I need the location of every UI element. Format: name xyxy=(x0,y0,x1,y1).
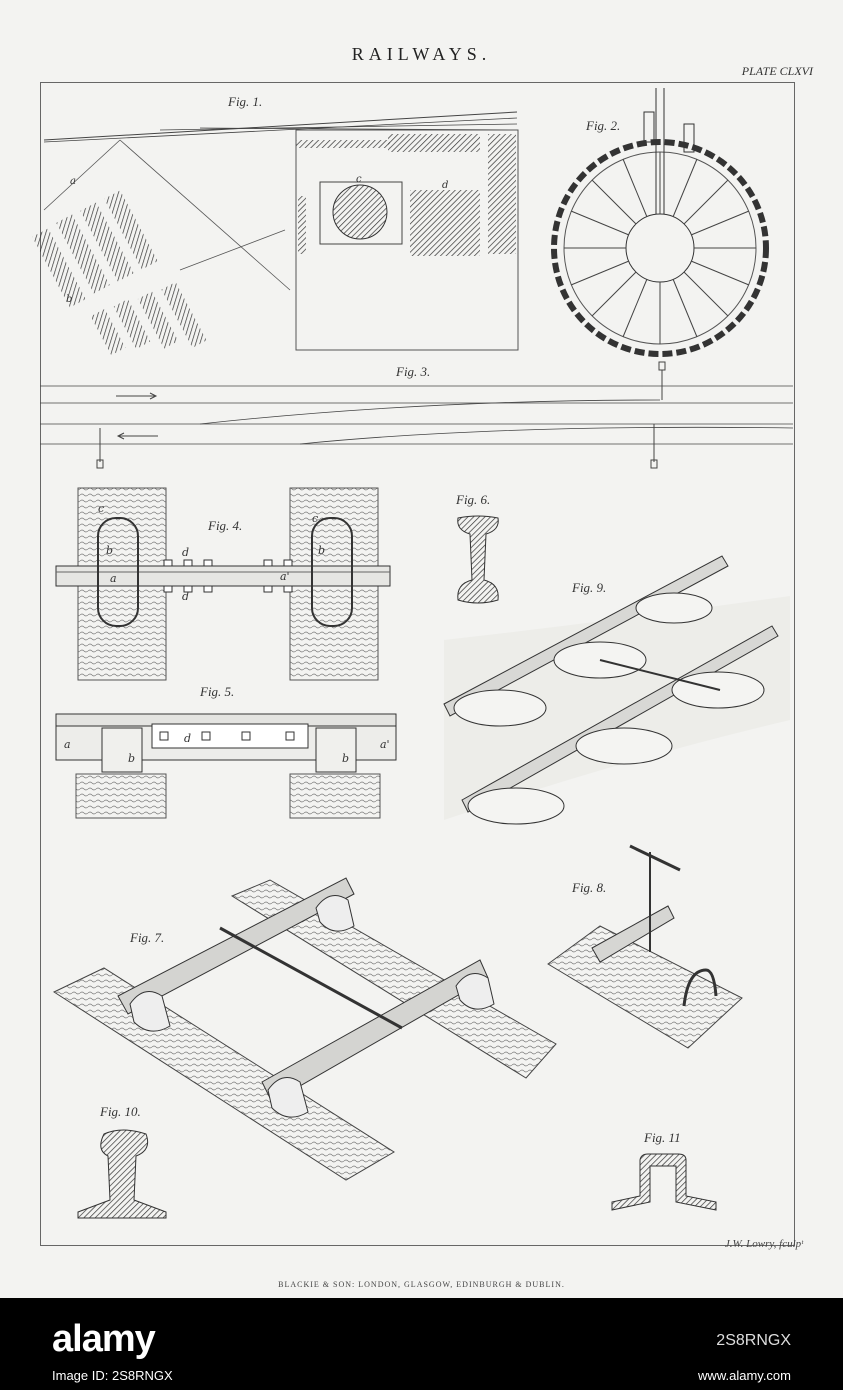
fig4-label: Fig. 4. xyxy=(208,518,243,533)
fig9-label: Fig. 9. xyxy=(572,580,607,595)
fig5-rail-elevation: a a' d b b xyxy=(55,713,397,819)
plate-border xyxy=(40,82,795,1246)
svg-text:a: a xyxy=(70,176,76,187)
svg-text:c: c xyxy=(98,502,104,515)
svg-text:b: b xyxy=(66,294,72,305)
engraver-credit: J.W. Lowry, fculpᵗ xyxy=(724,1238,803,1250)
fig8-chair-detail xyxy=(547,844,743,1049)
svg-text:b: b xyxy=(128,752,135,765)
svg-text:b: b xyxy=(342,752,349,765)
page-title: RAILWAYS. xyxy=(351,44,492,64)
svg-text:a: a xyxy=(64,738,71,751)
image-id: Image ID: 2S8RNGX xyxy=(52,1368,173,1383)
fig10-label: Fig. 10. xyxy=(100,1104,141,1119)
svg-text:c: c xyxy=(356,174,362,185)
svg-text:d: d xyxy=(182,546,189,559)
fig6-rail-section xyxy=(457,515,499,604)
fig8-label: Fig. 8. xyxy=(572,880,607,895)
watermark-bar xyxy=(0,1298,843,1390)
svg-text:b: b xyxy=(318,544,325,557)
fig10-rail-section xyxy=(77,1129,167,1219)
fig7-track-perspective xyxy=(52,877,557,1181)
fig3-label: Fig. 3. xyxy=(396,364,431,379)
brand-logo: alamy xyxy=(52,1318,156,1360)
fig7-label: Fig. 7. xyxy=(130,930,165,945)
fig3-track-layout xyxy=(40,361,794,469)
engraving-illustrations: a b c d xyxy=(32,88,794,1219)
fig1-station-plan: a b c d xyxy=(32,111,519,356)
svg-text:b: b xyxy=(106,544,113,557)
svg-text:a: a xyxy=(110,572,117,585)
fig5-label: Fig. 5. xyxy=(200,684,235,699)
fig1-label: Fig. 1. xyxy=(228,94,263,109)
svg-text:c: c xyxy=(312,512,318,525)
svg-text:d: d xyxy=(182,590,189,603)
svg-text:a': a' xyxy=(280,570,290,583)
watermark-code: 2S8RNGX xyxy=(716,1332,791,1349)
plate-number: PLATE CLXVI xyxy=(741,64,813,78)
fig2-roundhouse xyxy=(551,88,769,357)
svg-text:a': a' xyxy=(380,738,390,751)
fig11-label: Fig. 11 xyxy=(644,1130,681,1145)
svg-text:d: d xyxy=(442,180,448,191)
fig11-bridge-rail-section xyxy=(611,1153,717,1211)
fig9-bowl-sleepers xyxy=(443,555,790,825)
publisher-line: BLACKIE & SON: LONDON, GLASGOW, EDINBURG… xyxy=(278,1280,565,1289)
fig4-rail-chairs-plan: c c b b d d a a' xyxy=(55,487,391,681)
site-url: www.alamy.com xyxy=(698,1368,791,1383)
fig6-label: Fig. 6. xyxy=(456,492,491,507)
fig2-label: Fig. 2. xyxy=(586,118,621,133)
svg-text:d: d xyxy=(184,732,191,745)
